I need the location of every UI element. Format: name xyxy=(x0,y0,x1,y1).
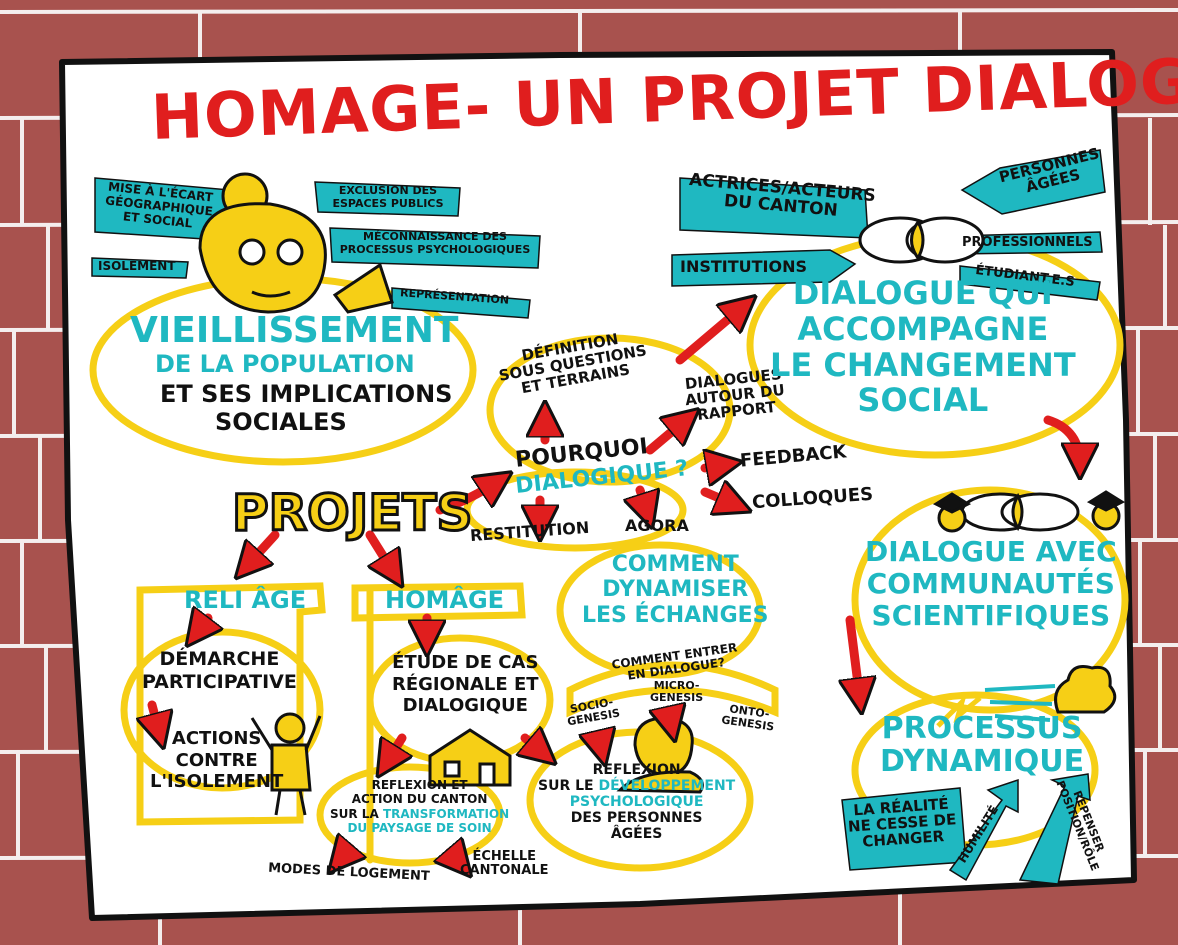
demarche-participative: DÉMARCHE PARTICIPATIVE xyxy=(142,648,297,693)
tag-isolement-label: ISOLEMENT xyxy=(98,259,176,273)
tag-exclusion xyxy=(314,181,461,217)
arrow-to-dialogue-social xyxy=(675,305,745,365)
vieillissement-heading: VIEILLISSEMENT xyxy=(130,310,459,351)
tag-personnes xyxy=(960,149,1106,215)
arrow-projets-homage xyxy=(365,530,395,575)
homage-heading: HOMÂGE xyxy=(385,586,505,614)
tag-exclusion-label: EXCLUSION DES ESPACES PUBLICS xyxy=(332,184,444,210)
tag-humilite xyxy=(948,778,1019,882)
reliage-heading: RELI ÂGE xyxy=(184,586,307,614)
dialogue-social-heading: DIALOGUE QUI ACCOMPAGNE LE CHANGEMENT SO… xyxy=(770,274,1076,420)
cloud-doodle xyxy=(936,665,1117,728)
tag-institutions xyxy=(671,249,857,287)
house-doodle xyxy=(428,728,512,787)
teal-tags xyxy=(91,149,1106,885)
graduates-doodle xyxy=(932,490,1126,533)
agora-label: AGORA xyxy=(625,516,689,535)
implications-line-1: ET SES IMPLICATIONS xyxy=(160,380,453,408)
arrow-to-echelle xyxy=(450,852,462,866)
reflexion-action-canton: REFLEXION ET ACTION DU CANTON SUR LA TRA… xyxy=(330,778,510,836)
arrow-to-modes xyxy=(338,848,350,862)
projets-lettering: PROJETS xyxy=(231,483,475,544)
etude-de-cas: ÉTUDE DE CAS RÉGIONALE ET DIALOGIQUE xyxy=(392,652,539,717)
arrow-socio xyxy=(598,735,602,752)
echelle-cantonale: ÉCHELLE CANTONALE xyxy=(460,849,549,878)
tag-meconnaissance-label: MÉCONNAISSANCE DES PROCESSUS PSYCHOLOGIQ… xyxy=(339,230,531,256)
population-line: DE LA POPULATION xyxy=(155,350,415,378)
arrow-projets-pourquoi xyxy=(435,480,500,515)
arrow-projets-reliage xyxy=(245,530,280,568)
processus-heading: PROCESSUS DYNAMIQUE xyxy=(880,711,1085,779)
microgenesis-label: MICRO- GENESIS xyxy=(650,679,704,704)
red-arrows xyxy=(152,305,1080,866)
arrow-micro xyxy=(668,710,672,728)
arrow-to-agora xyxy=(640,485,648,515)
professionnels-label: PROFESSIONNELS xyxy=(962,235,1093,250)
comment-dynamiser-heading: COMMENT DYNAMISER LES ÉCHANGES xyxy=(582,552,769,628)
arrow-reliage-demarche xyxy=(195,618,208,635)
implications-line-2: SOCIALES xyxy=(215,408,347,436)
elder-face-doodle xyxy=(198,172,394,314)
tag-repenser xyxy=(1018,773,1091,885)
arrow-etude-reflexion-b xyxy=(525,738,545,755)
arrow-to-communautes xyxy=(1043,415,1080,465)
arrow-to-colloques xyxy=(700,492,738,506)
arrow-etude-reflexion-a xyxy=(385,733,402,765)
communautes-heading: DIALOGUE AVEC COMMUNAUTÉS SCIENTIFIQUES xyxy=(865,535,1117,633)
arrow-to-feedback xyxy=(700,464,728,468)
arrow-to-processus xyxy=(850,615,860,700)
person-doodle xyxy=(250,712,322,816)
institutions-label: INSTITUTIONS xyxy=(680,257,808,276)
actions-isolement: ACTIONS CONTRE L'ISOLEMENT xyxy=(150,728,284,793)
projets-label: PROJETS xyxy=(232,484,473,542)
arrow-to-dialogues xyxy=(645,418,688,455)
arrow-demarche-actions xyxy=(152,700,160,735)
tag-meconnaissance xyxy=(329,227,541,269)
tag-isolement xyxy=(91,257,189,279)
realite-label: LA RÉALITÉ NE CESSE DE CHANGER xyxy=(847,794,957,851)
reflexion-developpement: REFLEXION SUR LE DÉVELOPPEMENT PSYCHOLOG… xyxy=(538,762,736,843)
speech-bubbles xyxy=(858,216,1080,532)
tag-etudiants xyxy=(959,265,1101,301)
